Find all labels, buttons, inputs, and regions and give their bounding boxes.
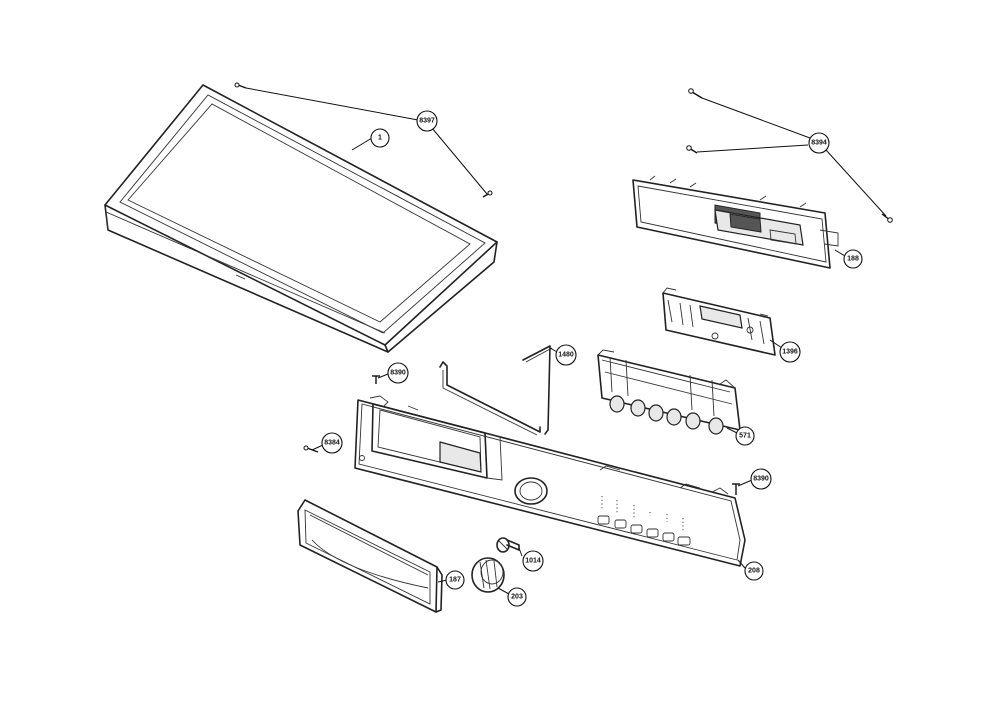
screw-8384 [303,445,319,453]
top-cover-part [104,84,498,353]
screw-8397-a [234,82,247,89]
leader-1014 [518,547,523,557]
callout-8394: 8394 [808,132,830,154]
leader-203 [497,587,510,595]
callout-1: 1 [370,128,390,148]
svg-text:8394: 8394 [811,140,827,147]
svg-text:1: 1 [378,135,382,142]
screw-8394-b [686,145,698,154]
leader-8394-b [696,144,809,153]
leader-8390-upper-left [377,373,389,379]
svg-text:8390: 8390 [753,476,769,483]
callout-203: 203 [507,587,527,607]
screw-8397-b [482,190,493,198]
svg-text:8397: 8397 [419,118,435,125]
callout-8397: 8397 [416,110,438,132]
callout-8390-upper-left: 8390 [387,362,409,384]
callout-1014: 1014 [522,550,544,572]
knob-shaft-part [496,537,520,553]
svg-text:1396: 1396 [782,349,798,356]
display-holder-part [662,287,776,356]
knob-part [471,557,505,593]
callout-187: 187 [445,570,465,590]
screw-8394-c [881,213,893,223]
screw-8390-right [732,483,740,495]
drawer-front-part [297,499,443,613]
callout-1480: 1480 [555,344,577,366]
screw-8394-a [688,88,703,99]
callout-188: 188 [843,249,863,269]
svg-text:1014: 1014 [525,558,541,565]
svg-text:188: 188 [847,256,859,263]
control-board-part [632,175,839,269]
leader-1 [351,137,373,151]
callout-1396: 1396 [779,341,801,363]
leader-8390-right [737,479,753,487]
callout-571: 571 [735,426,755,446]
svg-text:8390: 8390 [390,370,406,377]
svg-text:203: 203 [511,594,523,601]
svg-text:8384: 8384 [324,440,340,447]
leader-208 [737,559,746,569]
leader-8394-a [701,97,811,139]
leader-8397-b [431,127,488,195]
leader-1396 [769,339,783,349]
svg-text:571: 571 [739,433,751,440]
svg-text:208: 208 [748,568,760,575]
leader-8394-c [825,149,887,217]
svg-text:187: 187 [449,577,461,584]
button-frame-part [597,349,741,435]
callout-208: 208 [744,561,764,581]
callout-8390-right: 8390 [750,468,772,490]
leader-188 [834,249,846,257]
screw-8390-upper-left [372,375,380,384]
leader-571 [726,427,738,434]
leader-8397-a [245,87,419,121]
leader-8384 [311,444,324,451]
svg-text:1480: 1480 [558,352,574,359]
rod-part [439,345,553,436]
callout-8384: 8384 [321,432,343,454]
control-panel-part [354,395,746,567]
